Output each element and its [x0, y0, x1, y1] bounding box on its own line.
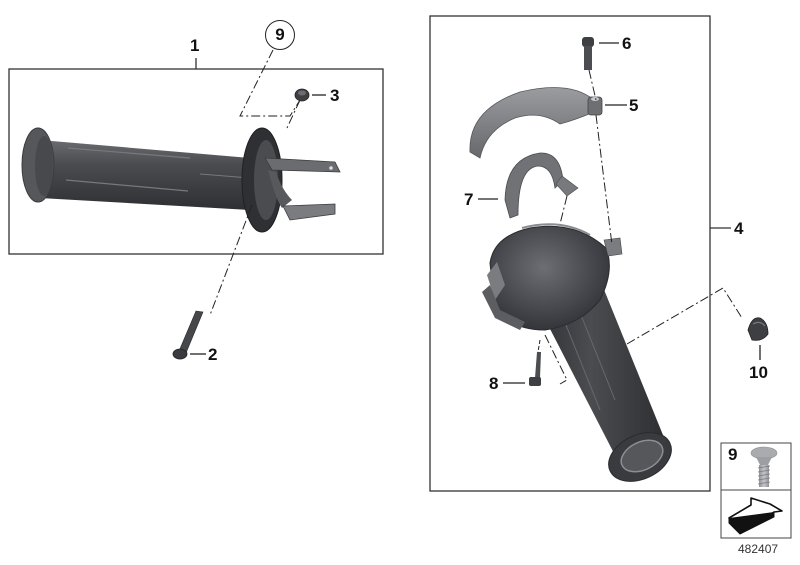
label-9-circled: 9: [265, 20, 295, 50]
part-7-clamp[interactable]: [478, 152, 579, 219]
label-5: 5: [629, 96, 639, 115]
reference-number: 482407: [738, 542, 779, 556]
part-5-upper-cover[interactable]: [469, 87, 627, 159]
left-grip-part[interactable]: [21, 127, 341, 233]
label-6: 6: [622, 34, 632, 53]
part-8-socket-screw[interactable]: [503, 339, 541, 386]
part-10-bar-end-cap[interactable]: [747, 317, 769, 360]
label-1: 1: [190, 36, 200, 55]
leader-lines-left: [209, 49, 301, 316]
legend-box: [720, 442, 792, 539]
label-8: 8: [489, 374, 499, 393]
direction-arrow-icon: [728, 497, 783, 535]
label-7: 7: [464, 190, 474, 209]
label-4: 4: [734, 219, 744, 238]
legend-item-number: 9: [728, 445, 738, 464]
label-10: 10: [749, 363, 768, 382]
part-6-socket-screw[interactable]: [582, 37, 619, 70]
assembly-4-frame: [429, 15, 731, 492]
part-2-long-bolt[interactable]: [172, 310, 206, 360]
label-3: 3: [330, 86, 340, 105]
leader-lines-right: [544, 69, 743, 385]
assembly-1-frame: [8, 58, 384, 255]
label-2: 2: [208, 345, 218, 364]
right-throttle-grip-part[interactable]: [482, 223, 679, 491]
legend-screw-9-icon: [750, 446, 778, 487]
part-3-cap-nut[interactable]: [294, 88, 326, 102]
